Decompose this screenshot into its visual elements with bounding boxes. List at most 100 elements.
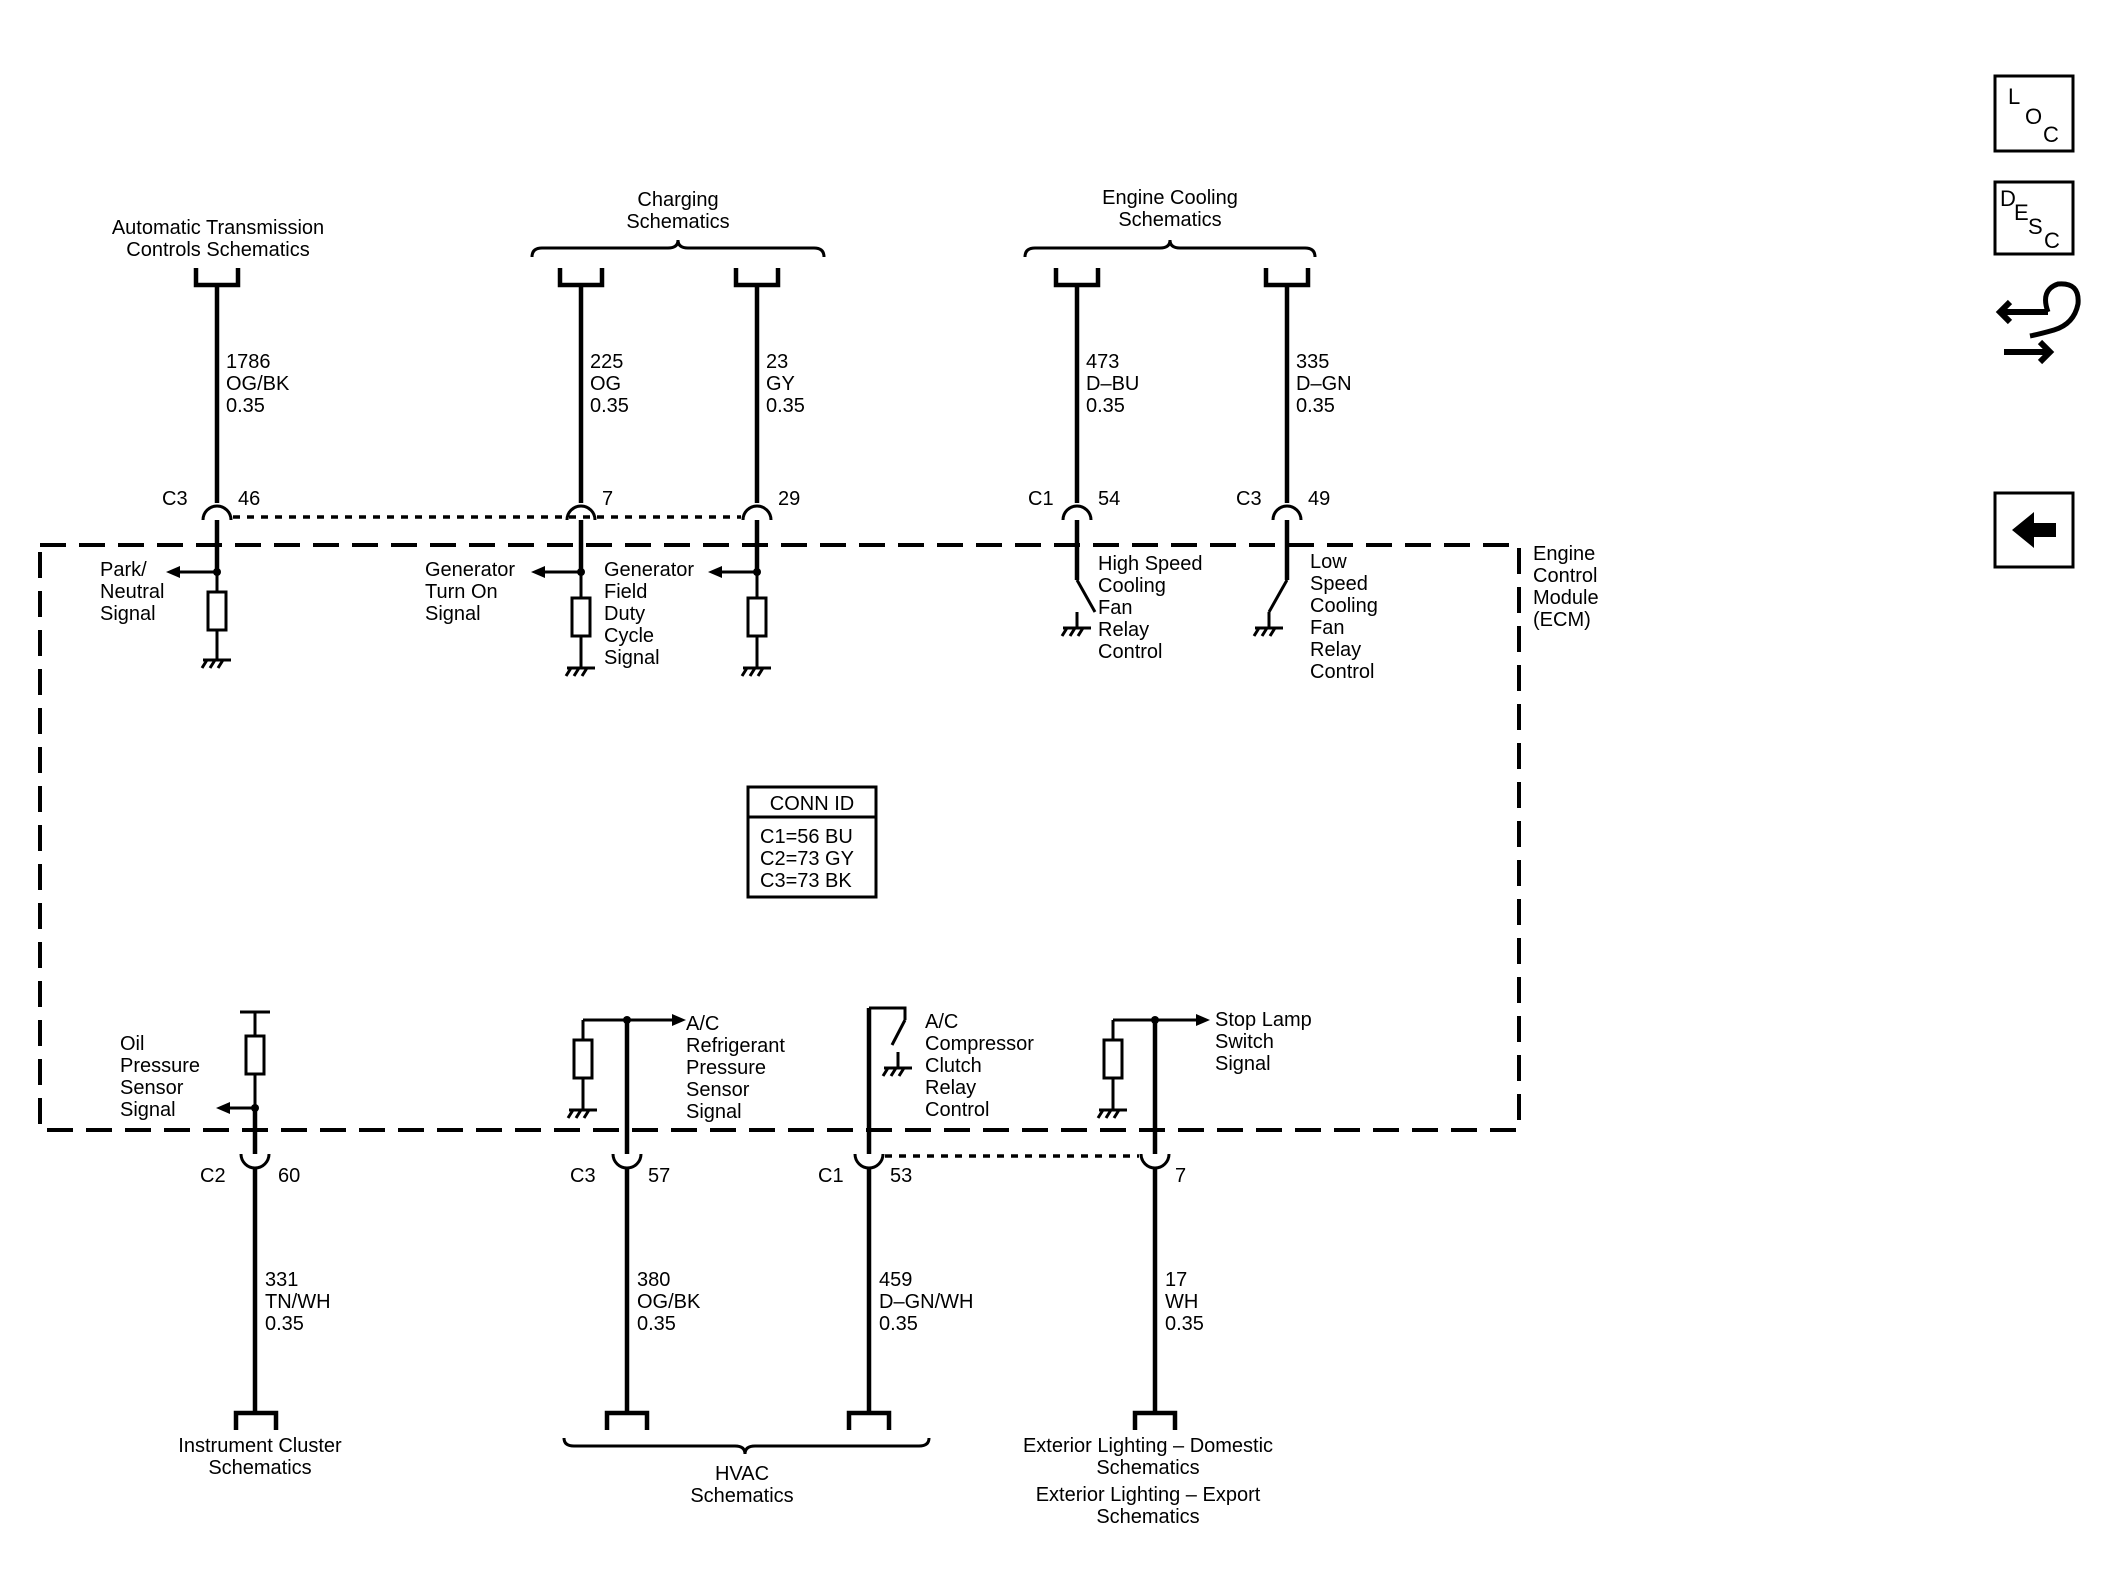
- wire-info-335: 335 D–GN 0.35: [1296, 351, 1352, 417]
- svg-text:O: O: [2025, 104, 2042, 129]
- connector-terminal: [611, 1153, 643, 1170]
- svg-text:Schematics: Schematics: [690, 1485, 793, 1507]
- svg-text:High Speed: High Speed: [1098, 553, 1203, 575]
- svg-text:OG/BK: OG/BK: [226, 373, 290, 395]
- ecm-module-label: Engine Control Module (ECM): [1533, 543, 1599, 631]
- ref-charging[interactable]: Charging Schematics: [626, 189, 729, 233]
- svg-text:Switch: Switch: [1215, 1031, 1274, 1053]
- svg-text:D: D: [2000, 186, 2016, 211]
- connector-label: C3: [570, 1165, 596, 1187]
- wire-info-1786: 1786 OG/BK 0.35: [226, 351, 290, 417]
- svg-text:1786: 1786: [226, 351, 271, 373]
- connector-terminal: [853, 1153, 885, 1170]
- svg-text:Speed: Speed: [1310, 573, 1368, 595]
- connector-terminal: [565, 504, 597, 521]
- desc-button[interactable]: D E S C: [1993, 180, 2075, 256]
- svg-text:Signal: Signal: [686, 1101, 742, 1123]
- pin-label: 57: [648, 1165, 670, 1187]
- svg-text:459: 459: [879, 1269, 912, 1291]
- svg-text:331: 331: [265, 1269, 298, 1291]
- ref-exterior-lighting[interactable]: Exterior Lighting – Domestic Schematics …: [1023, 1435, 1273, 1528]
- svg-text:Pressure: Pressure: [686, 1057, 766, 1079]
- svg-text:A/C: A/C: [686, 1013, 719, 1035]
- svg-text:TN/WH: TN/WH: [265, 1291, 331, 1313]
- ref-hvac[interactable]: HVAC Schematics: [690, 1463, 793, 1507]
- low-speed-fan-switch: [1252, 545, 1290, 637]
- svg-text:Pressure: Pressure: [120, 1055, 200, 1077]
- connector-label: C3: [162, 488, 188, 510]
- harness-connector-symbol: [604, 1410, 650, 1430]
- svg-text:Cycle: Cycle: [604, 625, 654, 647]
- connector-terminal: [1271, 504, 1303, 521]
- wire-info-17: 17 WH 0.35: [1165, 1269, 1204, 1335]
- wire-info-331: 331 TN/WH 0.35: [265, 1269, 331, 1335]
- pin-label: 60: [278, 1165, 300, 1187]
- svg-text:WH: WH: [1165, 1291, 1198, 1313]
- brace: [562, 1437, 931, 1455]
- svg-text:D–BU: D–BU: [1086, 373, 1139, 395]
- svg-text:Fan: Fan: [1310, 617, 1344, 639]
- svg-text:0.35: 0.35: [590, 395, 629, 417]
- svg-text:0.35: 0.35: [637, 1313, 676, 1335]
- loc-button[interactable]: L O C: [1993, 74, 2075, 153]
- svg-text:Signal: Signal: [120, 1099, 176, 1121]
- svg-text:A/C: A/C: [925, 1011, 958, 1033]
- svg-text:E: E: [2014, 200, 2029, 225]
- svg-text:380: 380: [637, 1269, 670, 1291]
- svg-text:Charging: Charging: [637, 189, 718, 211]
- svg-text:Duty: Duty: [604, 603, 645, 625]
- svg-text:Signal: Signal: [100, 603, 156, 625]
- generator-turn-on-circuit: [531, 545, 595, 677]
- svg-text:Stop Lamp: Stop Lamp: [1215, 1009, 1312, 1031]
- svg-text:0.35: 0.35: [1165, 1313, 1204, 1335]
- park-neutral-label: Park/ Neutral Signal: [100, 559, 164, 625]
- high-speed-fan-switch: [1060, 545, 1097, 637]
- connector-terminal: [201, 504, 233, 521]
- connector-label: C2: [200, 1165, 226, 1187]
- svg-text:D–GN: D–GN: [1296, 373, 1352, 395]
- connector-swap-icon[interactable]: [1995, 281, 2081, 365]
- svg-text:OG/BK: OG/BK: [637, 1291, 701, 1313]
- svg-text:Control: Control: [1098, 641, 1162, 663]
- ref-instrument-cluster[interactable]: Instrument Cluster Schematics: [178, 1435, 342, 1479]
- back-button[interactable]: [1993, 491, 2075, 569]
- pin-label: 54: [1098, 488, 1120, 510]
- ref-automatic-transmission[interactable]: Automatic Transmission Controls Schemati…: [112, 217, 324, 261]
- connector-terminal: [1139, 1153, 1171, 1170]
- harness-connector-symbol: [1132, 1410, 1178, 1430]
- svg-text:Schematics: Schematics: [208, 1457, 311, 1479]
- conn-id-row: C3=73 BK: [760, 870, 852, 892]
- svg-text:225: 225: [590, 351, 623, 373]
- svg-text:Turn On: Turn On: [425, 581, 498, 603]
- ref-engine-cooling[interactable]: Engine Cooling Schematics: [1102, 187, 1238, 231]
- harness-connector-symbol: [233, 1410, 279, 1430]
- svg-text:0.35: 0.35: [265, 1313, 304, 1335]
- svg-text:Schematics: Schematics: [1118, 209, 1221, 231]
- pin-label: 46: [238, 488, 260, 510]
- wire-info-473: 473 D–BU 0.35: [1086, 351, 1139, 417]
- connector-label: C3: [1236, 488, 1262, 510]
- svg-text:335: 335: [1296, 351, 1329, 373]
- harness-connector-symbol: [1053, 268, 1101, 288]
- conn-id-row: C1=56 BU: [760, 826, 853, 848]
- svg-text:Signal: Signal: [1215, 1053, 1271, 1075]
- svg-text:Exterior Lighting – Domestic: Exterior Lighting – Domestic: [1023, 1435, 1273, 1457]
- svg-text:Generator: Generator: [604, 559, 694, 581]
- connector-terminal: [239, 1153, 271, 1170]
- harness-connector-symbol: [846, 1410, 892, 1430]
- svg-text:S: S: [2028, 214, 2043, 239]
- svg-text:Engine Cooling: Engine Cooling: [1102, 187, 1238, 209]
- svg-text:Sensor: Sensor: [120, 1077, 184, 1099]
- low-speed-fan-label: Low Speed Cooling Fan Relay Control: [1310, 551, 1378, 683]
- svg-text:Schematics: Schematics: [1096, 1506, 1199, 1528]
- svg-text:Oil: Oil: [120, 1033, 144, 1055]
- svg-text:Signal: Signal: [425, 603, 481, 625]
- svg-text:Control: Control: [925, 1099, 989, 1121]
- svg-text:Sensor: Sensor: [686, 1079, 750, 1101]
- oil-pressure-label: Oil Pressure Sensor Signal: [120, 1033, 200, 1121]
- svg-text:0.35: 0.35: [1296, 395, 1335, 417]
- svg-text:Control: Control: [1533, 565, 1597, 587]
- svg-text:0.35: 0.35: [1086, 395, 1125, 417]
- svg-text:(ECM): (ECM): [1533, 609, 1591, 631]
- wire-info-225: 225 OG 0.35: [590, 351, 629, 417]
